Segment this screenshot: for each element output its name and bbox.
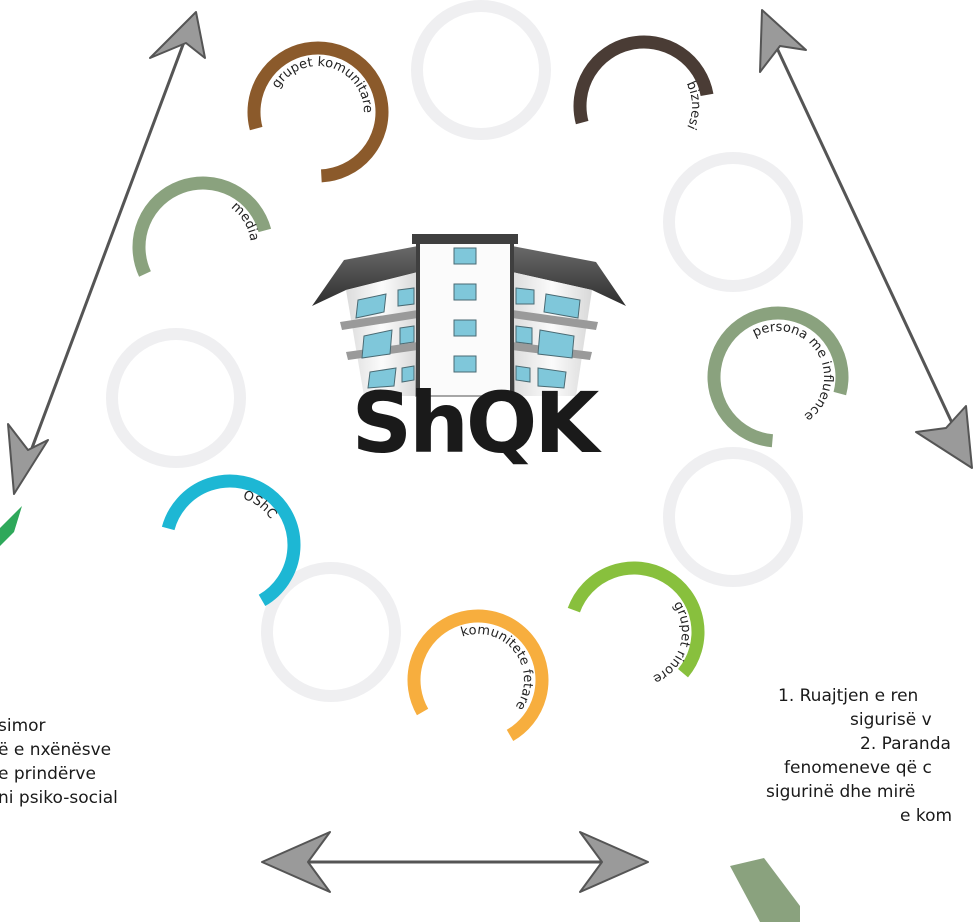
- placeholder-ring: [663, 447, 803, 587]
- stakeholder-media: media: [132, 176, 272, 277]
- stakeholder-label: biznesi: [683, 79, 703, 132]
- stakeholder-arc: [132, 176, 272, 277]
- relationship-arrows: [0, 9, 973, 922]
- right-line: sigurinë dhe mirë: [766, 782, 916, 802]
- right-text-block: 1. Ruajtjen e ren sigurisë v 2. Paranda …: [760, 684, 976, 828]
- stakeholder-persona-me-influence: persona me influence: [707, 306, 849, 448]
- stakeholder-oshc: OShC: [161, 474, 301, 607]
- left-line: ni psiko-social: [0, 788, 118, 808]
- green-arrow-right-accent: [730, 858, 800, 922]
- right-line: 1. Ruajtjen e ren: [778, 686, 919, 706]
- placeholder-ring: [411, 0, 551, 140]
- school-building-icon: [312, 234, 626, 397]
- left-text-block: simor ë e nxënësve e prindërve ni psiko-…: [0, 714, 118, 810]
- left-line: simor: [0, 716, 46, 736]
- left-line: e prindërve: [0, 764, 96, 784]
- stakeholder-arc: [707, 306, 849, 448]
- placeholder-ring: [663, 152, 803, 292]
- stakeholder-arc: [407, 609, 549, 742]
- right-line: fenomeneve që c: [784, 758, 932, 778]
- placeholder-ring: [106, 328, 246, 468]
- right-line: e kom: [900, 806, 953, 826]
- arrow-bottom-horizontal: [261, 831, 649, 893]
- stakeholder-grupet-komunitare: grupet komunitare: [247, 41, 389, 183]
- arrow-right-diagonal: [759, 9, 973, 469]
- stakeholder-arc: [573, 35, 714, 125]
- left-line: ë e nxënësve: [0, 740, 112, 760]
- stakeholder-komunitete-fetare: komunitete fetare: [407, 609, 549, 742]
- right-line: sigurisë v: [850, 710, 932, 730]
- stakeholder-arc: [567, 561, 705, 678]
- green-arrow-left-accent: [0, 506, 22, 546]
- stakeholder-arc: [247, 41, 389, 183]
- stakeholder-arc: [161, 474, 301, 607]
- stakeholder-biznesi: biznesi: [573, 35, 714, 132]
- center-title: ShQK: [352, 374, 603, 472]
- placeholder-rings: [106, 0, 803, 702]
- right-line: 2. Paranda: [860, 734, 951, 754]
- stakeholder-grupet-rinore: grupet rinore: [567, 561, 705, 686]
- arrow-left-diagonal: [7, 11, 206, 495]
- placeholder-ring: [261, 562, 401, 702]
